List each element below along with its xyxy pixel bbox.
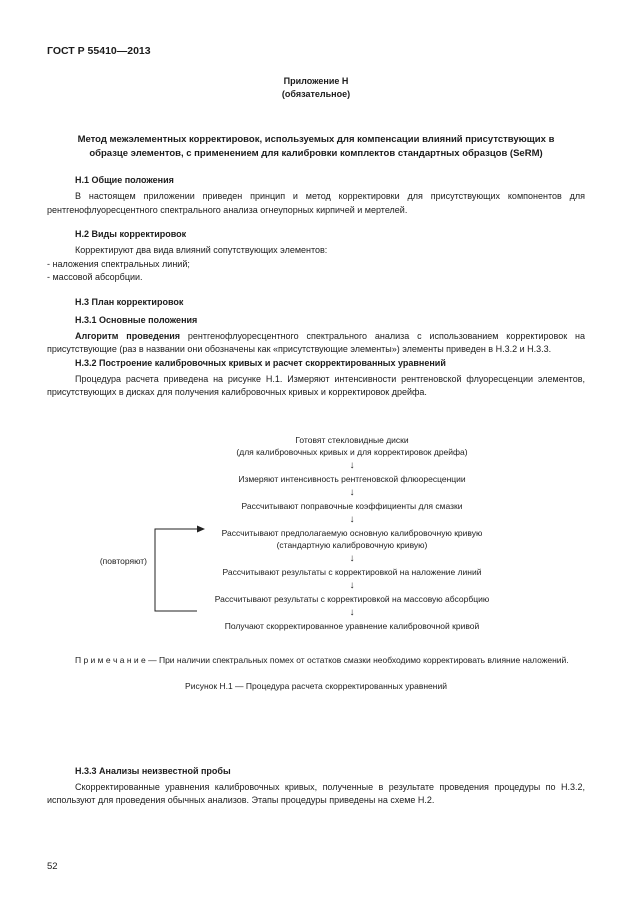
figure-caption: Рисунок Н.1 — Процедура расчета скоррект… — [185, 680, 447, 691]
step-text: Измеряют интенсивность рентгеновской флю… — [238, 473, 466, 484]
flowchart-step-2: Измеряют интенсивность рентгеновской флю… — [119, 473, 585, 485]
down-arrow-icon: ↓ — [349, 606, 355, 618]
page-number: 52 — [47, 861, 58, 872]
down-arrow-icon: ↓ — [349, 513, 355, 525]
repeat-loop-label: (повторяют) — [99, 555, 147, 566]
flowchart-step-1: Готовят стекловидные диски (для калибров… — [119, 434, 585, 458]
step-text: Рассчитывают результаты с корректировкой… — [222, 566, 482, 577]
down-arrow-icon: ↓ — [349, 579, 355, 591]
flowchart-step-7: Получают скорректированное уравнение кал… — [119, 620, 585, 632]
list-item: - массовой абсорбции. — [47, 272, 143, 282]
down-arrow-icon: ↓ — [349, 486, 355, 498]
h31-body-rest: рентгенофлуоресцентного спектрального ан… — [47, 330, 585, 355]
note-label: П р и м е ч а н и е — [75, 654, 146, 665]
repeat-loop-line — [154, 525, 205, 611]
section-h1-body: В настоящем приложении приведен принцип … — [47, 191, 585, 215]
appendix-kind: (обязательное) — [281, 89, 351, 99]
flowchart-step-5: Рассчитывают результаты с корректировкой… — [119, 566, 585, 578]
heading-h2: Н.2 Виды корректировок — [75, 229, 187, 239]
flowchart-steps: Готовят стекловидные диски (для калибров… — [119, 434, 585, 632]
step-text: Рассчитывают результаты с корректировкой… — [214, 593, 490, 604]
heading-h31: Н.3.1 Основные положения — [75, 314, 198, 325]
section-h32-body: Процедура расчета приведена на рисунке Н… — [47, 373, 585, 398]
step-text: Рассчитывают поправочные коэффициенты дл… — [241, 500, 463, 511]
step-text: Рассчитывают предполагаемую основную кал… — [221, 527, 483, 538]
down-arrow-icon: ↓ — [349, 459, 355, 471]
heading-h1: Н.1 Общие положения — [75, 175, 174, 185]
heading-h32: Н.3.2 Построение калибровочных кривых и … — [75, 357, 446, 368]
section-h31-body: Алгоритм проведения рентгенофлуоресцентн… — [47, 330, 585, 357]
section-h33-body: Скорректированные уравнения калибровочны… — [47, 781, 585, 806]
note-text: — При наличии спектральных помех от оста… — [145, 654, 569, 665]
note-paragraph: П р и м е ч а н и е — При наличии спектр… — [47, 654, 585, 667]
loop-arrowhead-icon — [197, 525, 205, 532]
flowchart-step-4: Рассчитывают предполагаемую основную кал… — [119, 527, 585, 551]
appendix-name: Приложение Н — [283, 76, 349, 86]
heading-h33: Н.3.3 Анализы неизвестной пробы — [75, 765, 231, 776]
section-h2-intro: Корректируют два вида влияний сопутствую… — [75, 245, 328, 255]
h31-lead-bold: Алгоритм проведения — [75, 330, 181, 341]
down-arrow-icon: ↓ — [349, 552, 355, 564]
heading-h3: Н.3 План корректировок — [75, 296, 184, 307]
step-text: Готовят стекловидные диски — [295, 434, 409, 445]
list-item: - наложения спектральных линий; — [47, 258, 190, 269]
step-subtext: (стандартную калибровочную кривую) — [276, 539, 428, 550]
flowchart-step-6: Рассчитывают результаты с корректировкой… — [119, 593, 585, 605]
document-id: ГОСТ Р 55410—2013 — [47, 45, 151, 57]
flowchart-step-3: Рассчитывают поправочные коэффициенты дл… — [119, 500, 585, 512]
step-text: Получают скорректированное уравнение кал… — [224, 620, 480, 631]
appendix-block: Приложение Н (обязательное) — [47, 75, 585, 101]
appendix-title: Метод межэлементных корректировок, испол… — [77, 134, 555, 159]
flowchart-figure: (повторяют) Готовят стекловидные диски (… — [47, 434, 585, 632]
step-subtext: (для калибровочных кривых и для корректи… — [236, 446, 468, 457]
